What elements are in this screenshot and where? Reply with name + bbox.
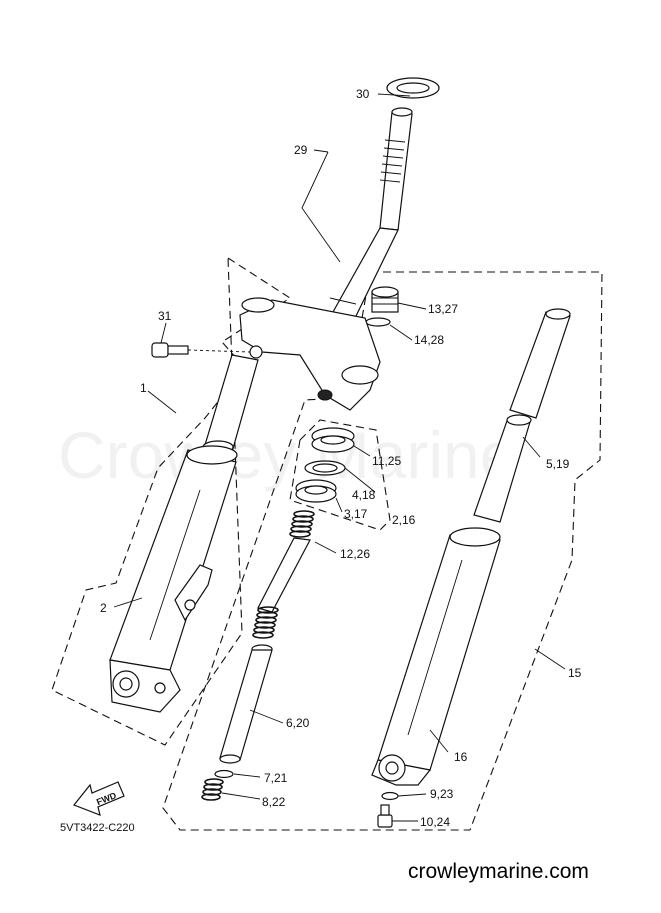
lower-bracket	[239, 297, 381, 411]
callout-10-24: 10,24	[420, 815, 450, 829]
callout-11-25: 11,25	[372, 454, 401, 468]
callout-5-19: 5,19	[546, 457, 570, 471]
callout-15: 15	[568, 666, 582, 680]
drain-bolt-10	[377, 804, 393, 828]
steering-stem-29	[329, 107, 413, 319]
callout-1: 1	[140, 381, 147, 395]
callout-labels: 30 29 13,27 14,28 31 1 11,25 5,19 4,18 3…	[100, 87, 582, 829]
site-watermark: crowleymarine.com	[408, 860, 589, 883]
callout-2: 2	[100, 601, 107, 615]
callout-13-27: 13,27	[428, 302, 458, 316]
callout-4-18: 4,18	[352, 488, 376, 502]
callout-6-20: 6,20	[286, 716, 310, 730]
forward-arrow-icon: FWD	[73, 781, 125, 816]
diagram-code: 5VT3422-C220	[60, 822, 135, 834]
pinch-bolt-31	[151, 342, 251, 358]
leader-lines	[113, 93, 566, 822]
bearing-group-outline	[289, 419, 391, 531]
callout-30: 30	[356, 87, 370, 101]
ring-7	[214, 769, 234, 779]
callout-31: 31	[158, 309, 172, 323]
callout-8-22: 8,22	[262, 795, 286, 809]
callout-16: 16	[454, 750, 468, 764]
rebound-spring-8	[201, 778, 224, 801]
callout-12-26: 12,26	[340, 547, 370, 561]
ball-race-4	[304, 460, 346, 476]
cap-bolt-13	[371, 286, 399, 313]
outer-tube-16	[371, 527, 501, 786]
damper-rod-6	[219, 644, 273, 764]
bearing-3	[295, 479, 337, 503]
callout-7-21: 7,21	[264, 771, 288, 785]
callout-2-16: 2,16	[392, 513, 416, 527]
left-fork-group-outline	[51, 256, 292, 746]
callout-3-17: 3,17	[344, 507, 368, 521]
o-ring-14	[365, 317, 391, 327]
oil-seal-30	[386, 77, 440, 99]
bearing-race-11	[311, 427, 355, 453]
left-fork-assembly	[109, 354, 259, 713]
callout-9-23: 9,23	[430, 787, 454, 801]
callout-14-28: 14,28	[414, 333, 444, 347]
callout-29: 29	[294, 143, 308, 157]
right-fork-group-outline	[162, 271, 603, 831]
watermark: Crowley Marine	[58, 418, 516, 492]
fork-tube-5	[473, 308, 571, 523]
fork-spring-12	[252, 510, 315, 639]
washer-9	[381, 791, 399, 801]
